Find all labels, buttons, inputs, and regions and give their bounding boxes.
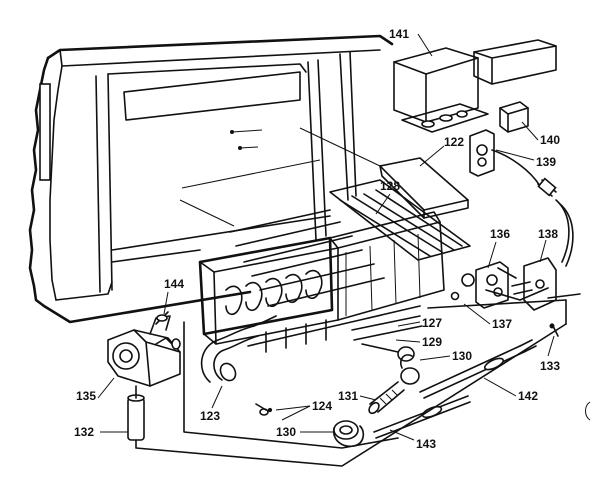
callout-137: 137 [492, 317, 512, 331]
part-142-rod [419, 339, 537, 399]
edge-mark [585, 401, 591, 421]
callout-130-lower: 130 [276, 425, 296, 439]
callout-141: 141 [389, 27, 409, 41]
part-135-gas-valve [107, 315, 181, 387]
callout-131: 131 [338, 389, 358, 403]
part-137-fitting [450, 287, 549, 301]
burner-rack-frame [198, 211, 445, 353]
callout-124: 124 [312, 399, 332, 413]
callout-128: 128 [380, 179, 400, 193]
callout-labels: 141 140 139 122 128 136 138 144 127 137 … [74, 27, 560, 451]
callout-129: 129 [422, 335, 442, 349]
part-cover-block [473, 39, 557, 85]
callout-132: 132 [74, 425, 94, 439]
part-133-screw [549, 323, 559, 337]
part-129-manifold [351, 315, 423, 362]
part-144-fitting [155, 311, 169, 325]
part-123-supply-tube [200, 315, 277, 383]
part-141-bracket-box [393, 47, 489, 133]
callout-133: 133 [540, 359, 560, 373]
part-139-control [469, 129, 574, 267]
callout-144: 144 [164, 277, 184, 291]
part-140-relay [499, 101, 529, 133]
callout-142: 142 [518, 389, 538, 403]
cabinet-housing [28, 34, 394, 324]
callout-127: 127 [422, 316, 442, 330]
callout-135: 135 [76, 389, 96, 403]
callout-122: 122 [444, 135, 464, 149]
callout-123: 123 [200, 409, 220, 423]
part-132-filter [127, 385, 145, 441]
part-128-burner-tubes [229, 179, 471, 307]
callout-140: 140 [540, 133, 560, 147]
callout-136: 136 [490, 227, 510, 241]
callout-138: 138 [538, 227, 558, 241]
part-136-valve-bracket [461, 261, 517, 309]
callout-139: 139 [536, 155, 556, 169]
part-130-elbow-upper [399, 354, 420, 385]
callout-130-upper: 130 [452, 349, 472, 363]
callout-143: 143 [416, 437, 436, 451]
leader-lines [97, 33, 555, 441]
part-130-elbow-lower [332, 420, 365, 448]
part-143-rod [373, 395, 471, 439]
part-124-screws [255, 403, 273, 416]
part-131-nipple [368, 381, 405, 415]
assembly-lines [135, 127, 567, 467]
